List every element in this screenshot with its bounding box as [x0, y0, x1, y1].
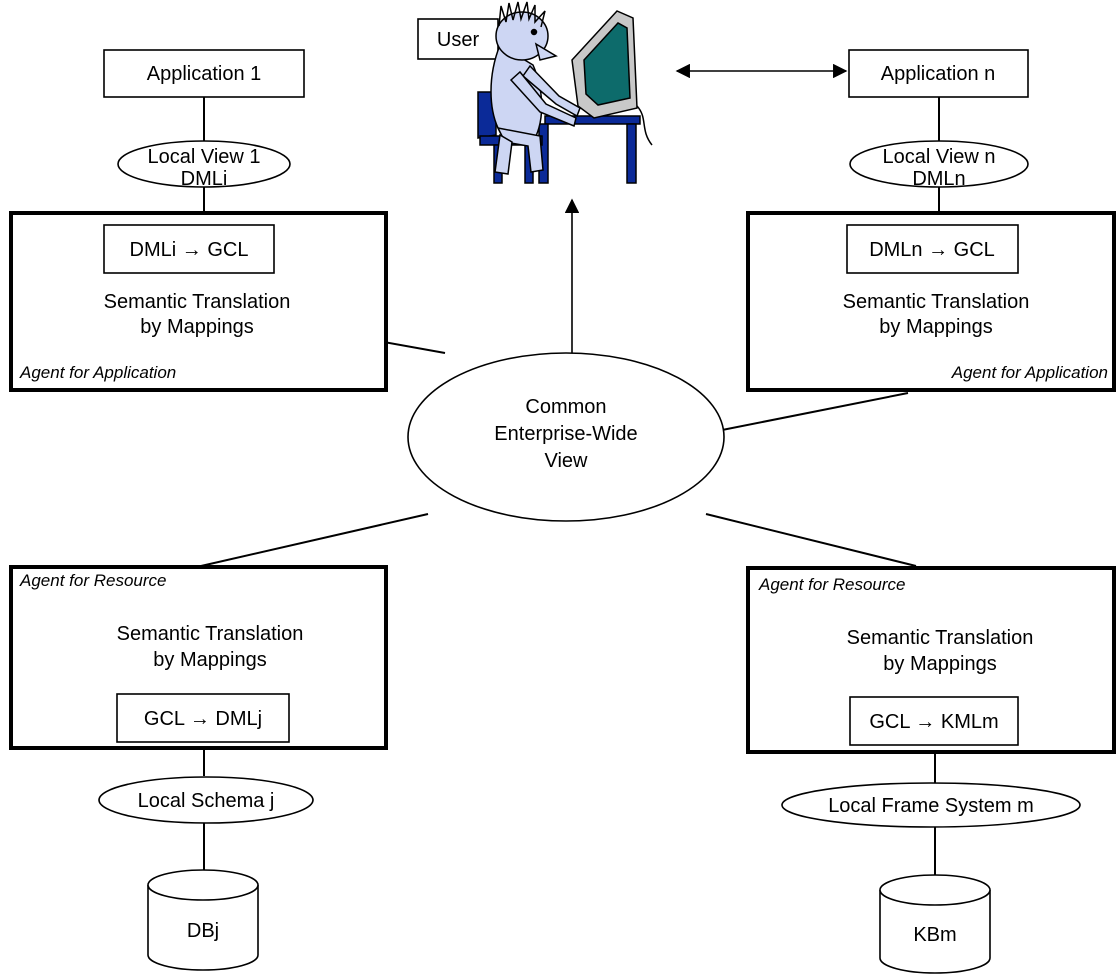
common-enterprise-view-ellipse: Common Enterprise-Wide View — [407, 352, 725, 522]
application-1-box: Application 1 — [103, 49, 305, 98]
local-view-n-line2: DMLn — [912, 168, 965, 190]
user-label-box: User — [417, 18, 499, 60]
agent-res-left-title1: Semantic Translation — [117, 623, 304, 645]
connector-common-resource-right — [705, 513, 917, 567]
application-n-label: Application n — [881, 63, 996, 85]
local-view-1-line2: DMLi — [181, 168, 228, 190]
agent-app-right-title2: by Mappings — [879, 316, 992, 338]
agent-application-left: DMLi → GCL Semantic Translation by Mappi… — [9, 211, 388, 392]
agent-res-left-title2: by Mappings — [153, 649, 266, 671]
common-view-line2: Enterprise-Wide — [494, 423, 637, 445]
local-frame-system-m-ellipse: Local Frame System m — [781, 782, 1081, 828]
database-dbj-cylinder: DBj — [147, 869, 259, 971]
user-at-computer-icon — [477, 1, 653, 184]
application-1-label: Application 1 — [147, 63, 262, 85]
agent-application-right: DMLn → GCL Semantic Translation by Mappi… — [746, 211, 1116, 392]
agent-app-left-title1: Semantic Translation — [104, 291, 291, 313]
knowledge-base-kbm-label: KBm — [913, 924, 956, 946]
connector-common-resource-left — [200, 513, 429, 567]
local-frame-system-m-label: Local Frame System m — [828, 795, 1034, 817]
agent-app-right-title1: Semantic Translation — [843, 291, 1030, 313]
connector-agent-right-common — [701, 392, 909, 435]
application-n-box: Application n — [848, 49, 1029, 98]
agent-app-left-caption: Agent for Application — [19, 363, 176, 382]
agent-resource-left: Agent for Resource Semantic Translation … — [9, 565, 388, 750]
mapping-gcl-kmlm: GCL → KMLm — [869, 711, 998, 733]
agent-res-right-title1: Semantic Translation — [847, 627, 1034, 649]
mapping-dmln-gcl: DMLn → GCL — [869, 239, 995, 261]
mapping-gcl-dmlj: GCL → DMLj — [144, 708, 262, 730]
agent-res-right-caption: Agent for Resource — [758, 575, 905, 594]
agent-resource-right: Agent for Resource Semantic Translation … — [746, 566, 1116, 754]
local-view-n-ellipse: Local View n DMLn — [849, 140, 1029, 190]
agent-app-left-title2: by Mappings — [140, 316, 253, 338]
mapping-dmli-gcl: DMLi → GCL — [130, 239, 249, 261]
local-view-1-ellipse: Local View 1 DMLi — [117, 140, 291, 190]
common-view-line1: Common — [525, 396, 606, 418]
agent-app-right-caption: Agent for Application — [951, 363, 1108, 382]
database-dbj-label: DBj — [187, 920, 219, 942]
local-view-1-line1: Local View 1 — [147, 146, 260, 168]
user-label: User — [437, 29, 480, 51]
local-schema-j-ellipse: Local Schema j — [98, 776, 314, 824]
agent-res-left-caption: Agent for Resource — [19, 571, 166, 590]
knowledge-base-kbm-cylinder: KBm — [879, 874, 991, 974]
common-view-line3: View — [545, 450, 589, 472]
local-schema-j-label: Local Schema j — [138, 790, 275, 812]
agent-res-right-title2: by Mappings — [883, 653, 996, 675]
local-view-n-line1: Local View n — [882, 146, 995, 168]
